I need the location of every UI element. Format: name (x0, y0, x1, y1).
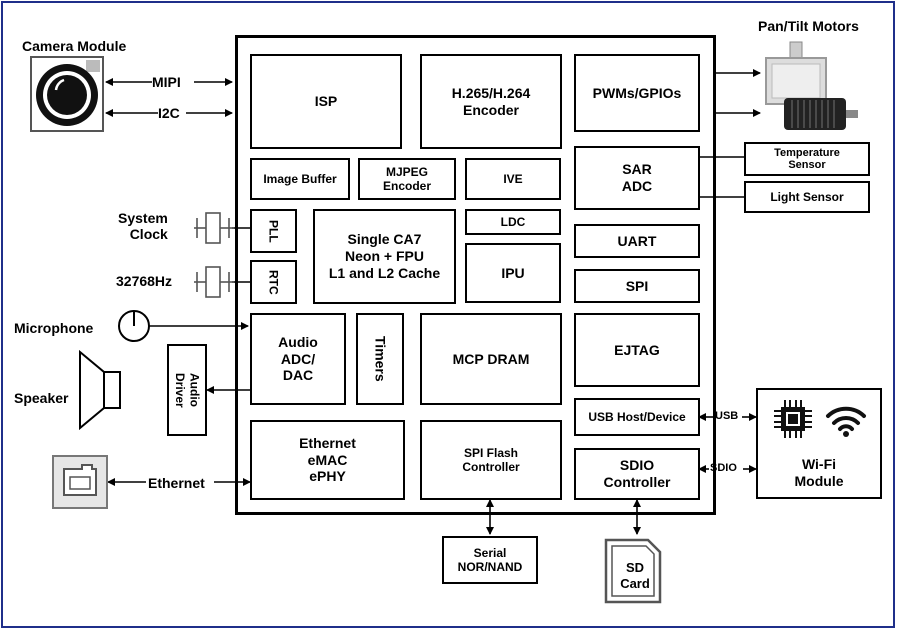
camera-module-label: Camera Module (22, 38, 127, 54)
sdio-link-label: SDIO (710, 462, 737, 474)
wifi-icon (826, 406, 866, 437)
video-encoder-block: H.265/H.264 Encoder (420, 54, 562, 149)
sdio-block: SDIO Controller (574, 448, 700, 500)
sd-card-label: SD Card (620, 560, 650, 591)
image-buffer-block: Image Buffer (250, 158, 350, 200)
ethernet-block: Ethernet eMAC ePHY (250, 420, 405, 500)
pan-tilt-label: Pan/Tilt Motors (758, 18, 859, 34)
ethernet-port-icon (52, 455, 108, 509)
ejtag-block: EJTAG (574, 313, 700, 387)
pwm-gpio-block: PWMs/GPIOs (574, 54, 700, 132)
usb-link-label: USB (715, 410, 739, 422)
isp-block: ISP (250, 54, 402, 149)
microphone-label: Microphone (14, 320, 94, 336)
sar-adc-block: SAR ADC (574, 146, 700, 210)
ipu-block: IPU (465, 243, 561, 303)
crystal-icon (194, 266, 234, 298)
spi-flash-block: SPI Flash Controller (420, 420, 562, 500)
system-clock-label: System Clock (118, 210, 168, 243)
audio-driver-block: Audio Driver (167, 344, 207, 436)
microphone-icon (118, 310, 150, 342)
pll-block: PLL (250, 209, 297, 253)
mjpeg-encoder-block: MJPEG Encoder (358, 158, 456, 200)
i2c-label: I2C (158, 105, 180, 121)
audio-codec-block: Audio ADC/ DAC (250, 313, 346, 405)
light-sensor-block: Light Sensor (744, 181, 870, 213)
ethernet-link-label: Ethernet (148, 475, 205, 491)
soc-boundary (235, 35, 716, 515)
sd-card-icon (604, 538, 662, 604)
crystal-icon (194, 212, 234, 244)
spi-block: SPI (574, 269, 700, 303)
rtc-crystal-label: 32768Hz (116, 273, 173, 289)
temperature-sensor-block: Temperature Sensor (744, 142, 870, 176)
cpu-block: Single CA7 Neon + FPU L1 and L2 Cache (313, 209, 456, 304)
mipi-label: MIPI (152, 74, 181, 90)
timers-block: Timers (356, 313, 404, 405)
chip-icon (774, 400, 812, 438)
motor-icon (765, 41, 858, 130)
serial-flash-block: Serial NOR/NAND (442, 536, 538, 584)
uart-block: UART (574, 224, 700, 258)
ldc-block: LDC (465, 209, 561, 235)
wifi-module-label: Wi-Fi Module (794, 456, 844, 489)
rtc-block: RTC (250, 260, 297, 304)
usb-block: USB Host/Device (574, 398, 700, 436)
speaker-label: Speaker (14, 390, 69, 406)
ive-block: IVE (465, 158, 561, 200)
mcp-dram-block: MCP DRAM (420, 313, 562, 405)
wifi-module-block: Wi-Fi Module (756, 388, 882, 499)
speaker-icon (79, 350, 121, 430)
camera-icon (30, 56, 104, 132)
